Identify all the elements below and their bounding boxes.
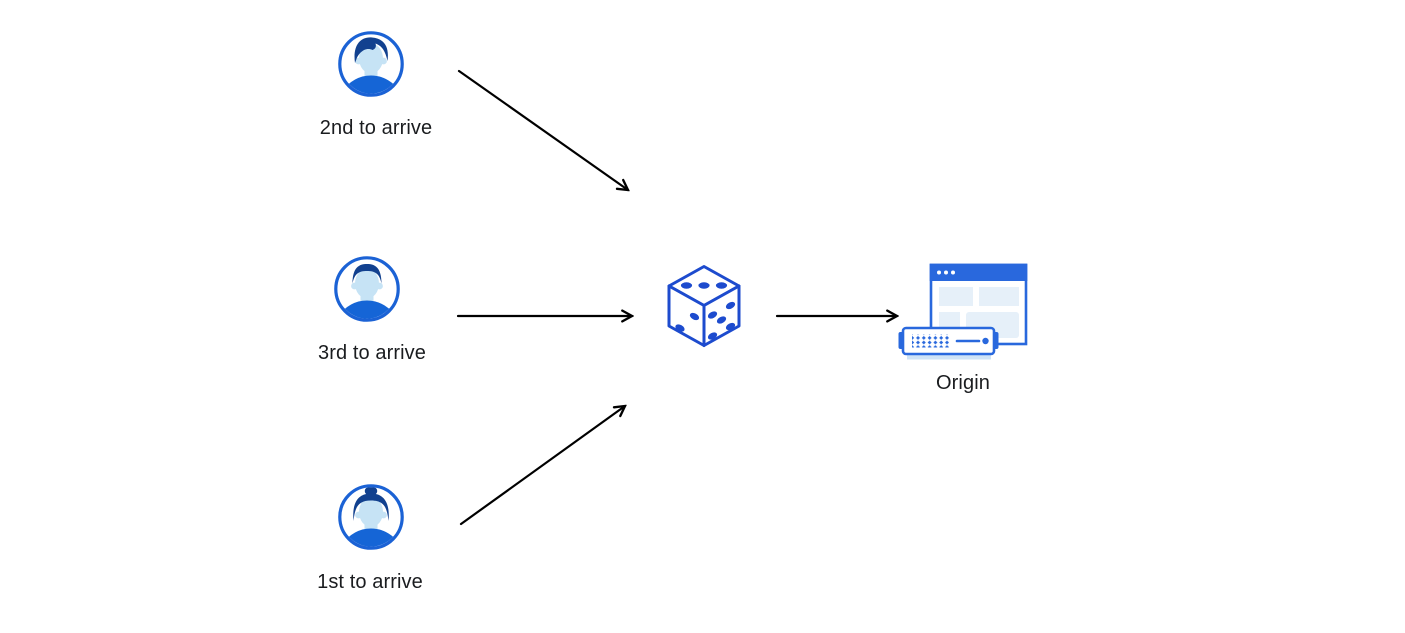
arrow-2nd-to-dice bbox=[457, 69, 628, 190]
actor-label: 2nd to arrive bbox=[319, 117, 433, 139]
man-short-hair-avatar-icon bbox=[334, 256, 400, 322]
dice-icon bbox=[667, 265, 741, 347]
arrow-1st-to-dice bbox=[459, 406, 625, 526]
man-swept-hair-avatar-icon bbox=[338, 31, 404, 97]
actor-label: 1st to arrive bbox=[317, 571, 423, 593]
origin-label: Origin bbox=[936, 372, 990, 394]
server-icon bbox=[898, 326, 999, 360]
browser-and-server-icon bbox=[898, 263, 1028, 360]
actor-label: 3rd to arrive bbox=[317, 342, 426, 364]
woman-bun-avatar-icon bbox=[338, 484, 404, 550]
origin-group: Origin bbox=[898, 262, 1028, 402]
